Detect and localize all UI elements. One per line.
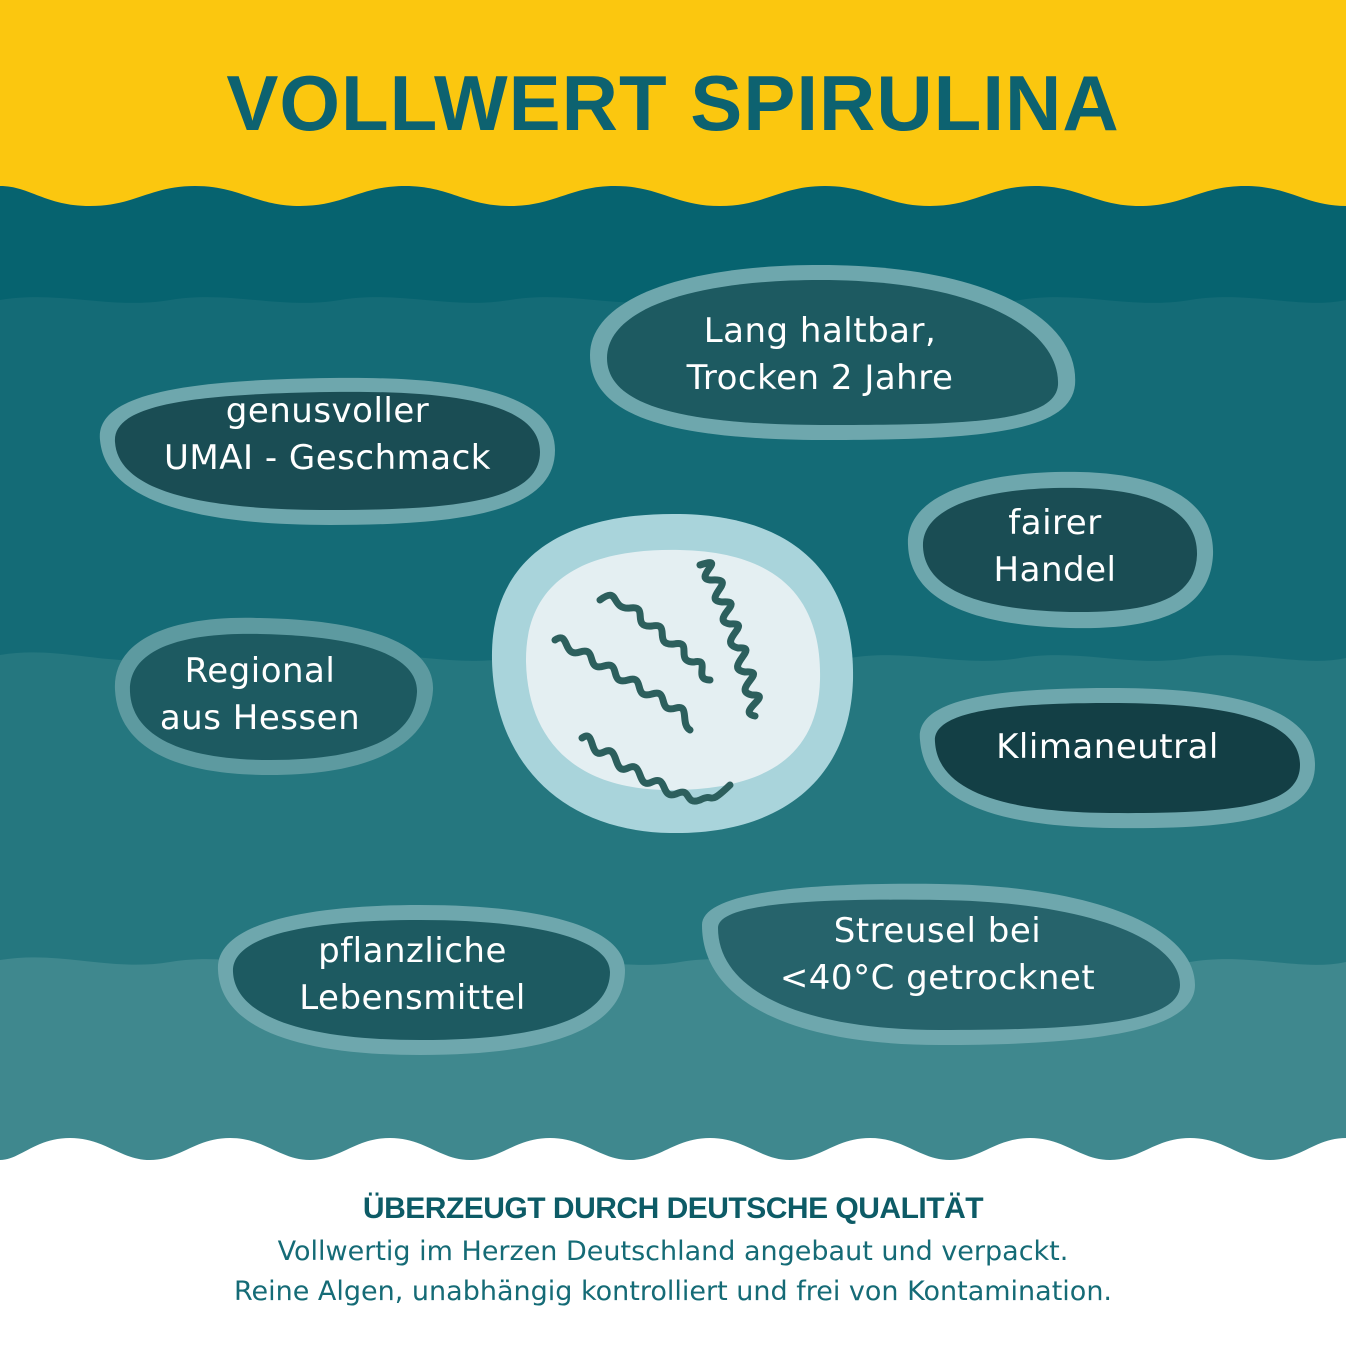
feature-line: aus Hessen — [159, 698, 361, 738]
feature-line: Handel — [993, 550, 1117, 590]
feature-line: Lang haltbar, — [703, 311, 937, 351]
feature-climate-neutral: Klimaneutral — [935, 724, 1280, 771]
footer-heading: ÜBERZEUGT DURCH DEUTSCHE QUALITÄT — [362, 1192, 984, 1225]
bubble-fair-trade — [907, 471, 1214, 629]
feature-line: Streusel bei — [833, 911, 1042, 951]
feature-line: Trocken 2 Jahre — [686, 358, 954, 398]
feature-umami: genusvoller UMAI - Geschmack — [110, 388, 545, 482]
feature-fair-trade: fairer Handel — [920, 500, 1190, 594]
bubble-climate-neutral — [919, 688, 1315, 829]
bubble-shelf-life — [590, 265, 1076, 440]
feature-line: UMAI - Geschmack — [164, 438, 491, 478]
feature-line: <40°C getrocknet — [779, 958, 1096, 998]
page-title: VOLLWERT SPIRULINA — [226, 59, 1120, 147]
feature-line: Lebensmittel — [299, 978, 526, 1018]
feature-shelf-life: Lang haltbar, Trocken 2 Jahre — [600, 308, 1040, 402]
footer-text-line-1: Vollwertig im Herzen Deutschland angebau… — [277, 1236, 1069, 1267]
feature-plant-based: pflanzliche Lebensmittel — [230, 928, 595, 1022]
footer-text-line-2: Reine Algen, unabhängig kontrolliert und… — [233, 1276, 1113, 1307]
feature-line: Klimaneutral — [996, 727, 1219, 767]
bubble-regional — [114, 617, 434, 775]
feature-line: fairer — [1008, 503, 1102, 543]
bubble-dried-temperature — [702, 883, 1195, 1045]
feature-line: pflanzliche — [318, 931, 507, 971]
feature-dried-temperature: Streusel bei <40°C getrocknet — [730, 908, 1145, 1002]
bubble-plant-based — [217, 905, 625, 1055]
feature-line: Regional — [184, 651, 336, 691]
spirulina-algae-icon — [491, 513, 854, 834]
feature-regional: Regional aus Hessen — [125, 648, 395, 742]
feature-line: genusvoller — [225, 391, 430, 431]
bubble-umami — [99, 377, 555, 525]
